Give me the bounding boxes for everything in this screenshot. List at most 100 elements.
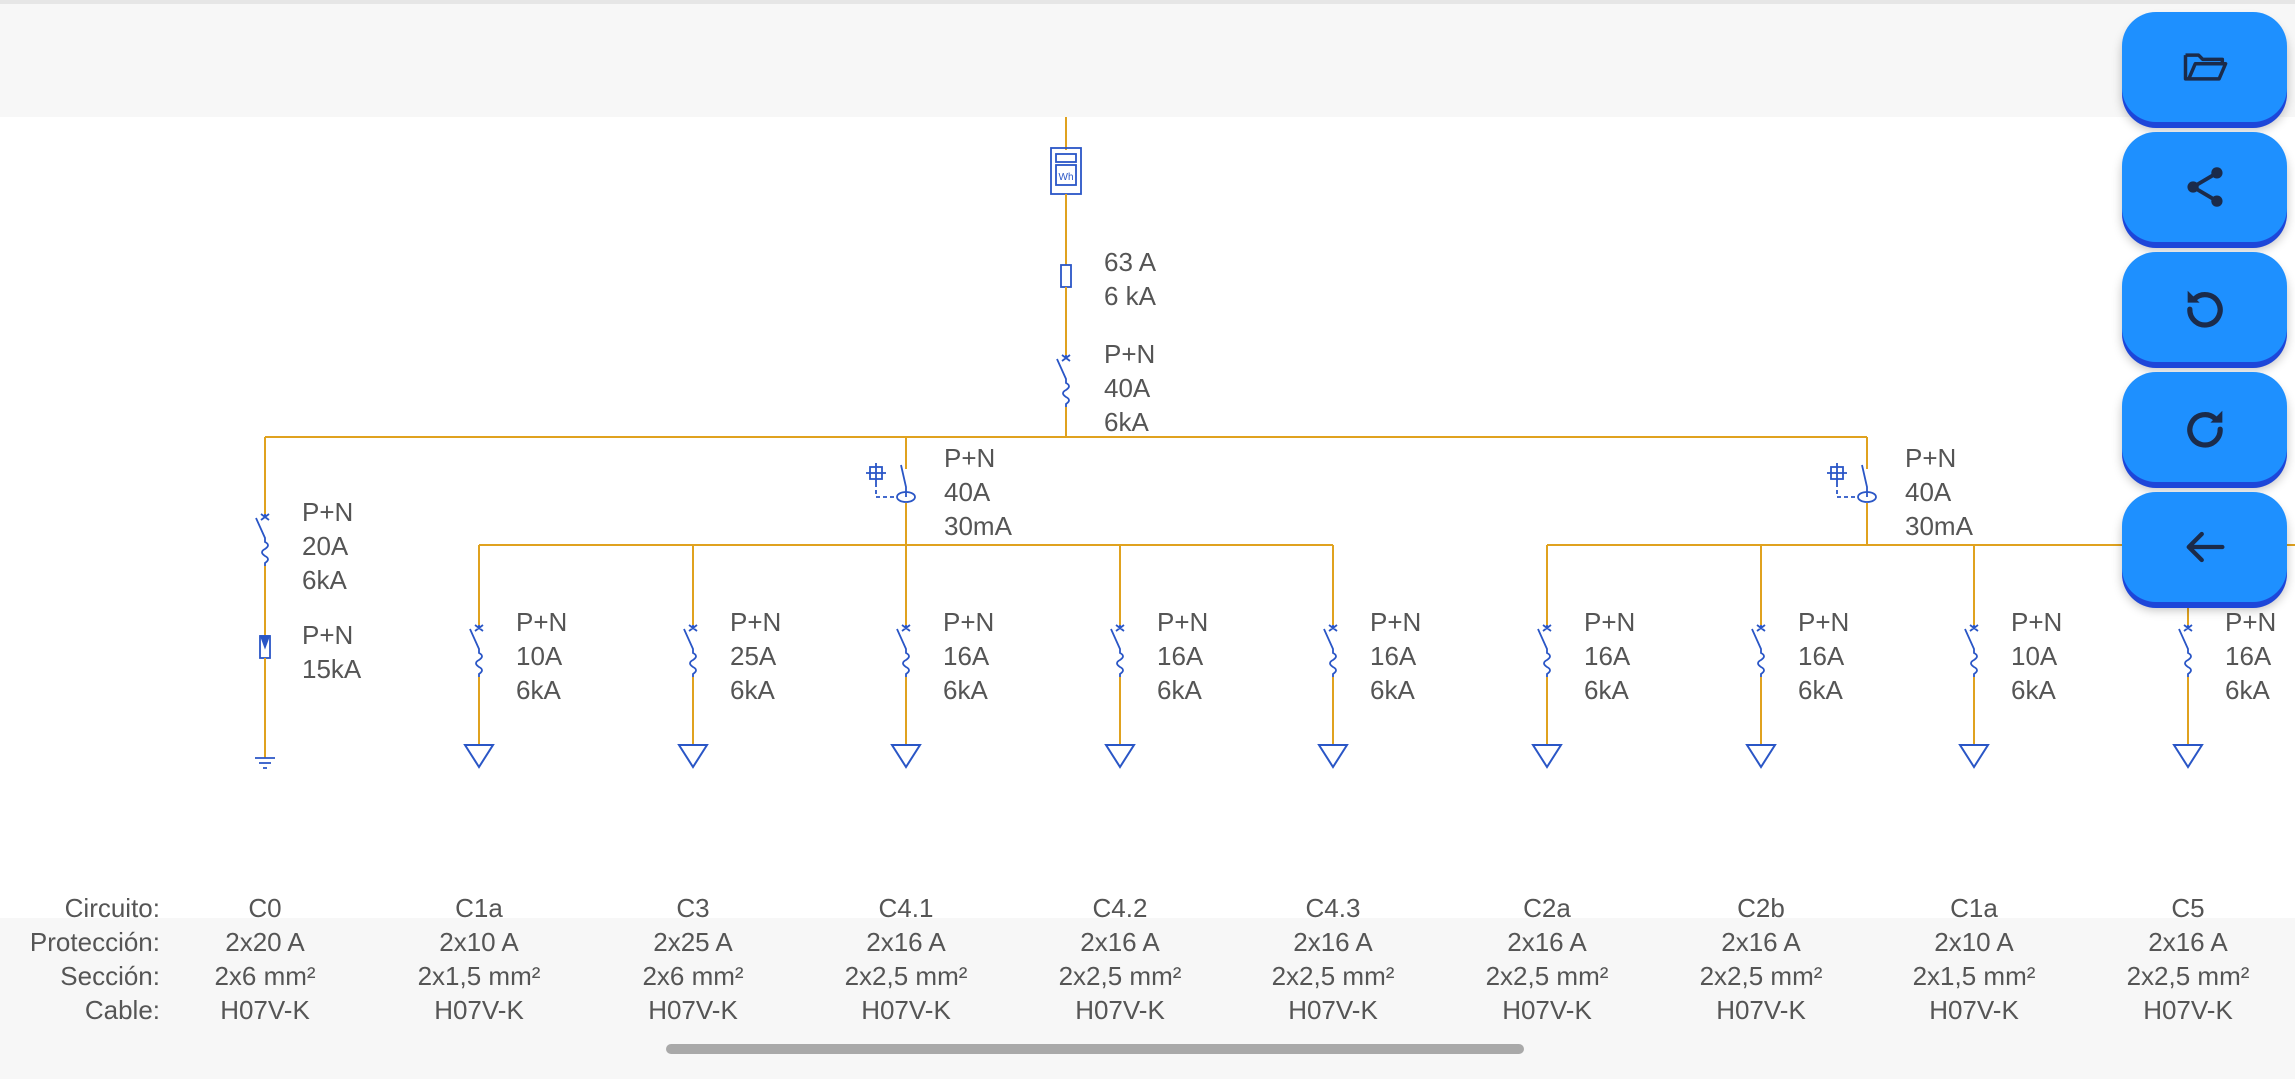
label-line: 20A	[302, 531, 349, 561]
cell-cable: H07V-K	[220, 995, 310, 1025]
cell-circuito: C2b	[1737, 893, 1785, 923]
circuit-column[interactable]: C4.2 2x16 A 2x2,5 mm² H07V-K	[1020, 891, 1220, 1027]
load-symbol	[1104, 744, 1136, 769]
circuit-breaker-label: P+N 16A 6kA	[2225, 607, 2276, 705]
cell-circuito: C0	[248, 893, 282, 923]
row-label-seccion: Sección:	[60, 961, 160, 991]
label-line: 6kA	[1584, 675, 1629, 705]
label-line: 16A	[1584, 641, 1631, 671]
load-symbol	[1531, 744, 1563, 769]
cell-cable: H07V-K	[1075, 995, 1165, 1025]
label-line: 6kA	[2225, 675, 2270, 705]
label-line: 16A	[1157, 641, 1204, 671]
label-line: P+N	[2225, 607, 2276, 637]
circuit-breaker-label: P+N 16A 6kA	[1370, 607, 1421, 705]
label-line: P+N	[943, 607, 994, 637]
cell-circuito: C4.2	[1092, 893, 1148, 923]
label-line: 6kA	[1104, 407, 1149, 437]
rcd-symbol	[1827, 463, 1877, 503]
label-line: 6kA	[302, 565, 347, 595]
cell-circuito: C3	[676, 893, 710, 923]
cell-proteccion: 2x10 A	[1934, 927, 2014, 957]
label-line: 6kA	[1798, 675, 1843, 705]
top-status-strip	[0, 0, 2295, 4]
cell-proteccion: 2x16 A	[2148, 927, 2228, 957]
load-symbol	[677, 744, 709, 769]
load-symbol	[1958, 744, 1990, 769]
label-line: 6kA	[516, 675, 561, 705]
redo-icon	[2186, 410, 2223, 448]
load-symbol	[1745, 744, 1777, 769]
circuit-breaker-symbol	[896, 624, 911, 677]
circuit-breaker-symbol	[469, 624, 484, 677]
redo-button[interactable]	[2122, 372, 2287, 482]
circuit-column[interactable]: C2b 2x16 A 2x2,5 mm² H07V-K	[1661, 891, 1861, 1027]
label-line: 10A	[2011, 641, 2058, 671]
label-line: 6kA	[730, 675, 775, 705]
cell-proteccion: 2x16 A	[1293, 927, 1373, 957]
circuit-column[interactable]: C4.3 2x16 A 2x2,5 mm² H07V-K	[1233, 891, 1433, 1027]
label-line: 16A	[1370, 641, 1417, 671]
undo-icon	[2186, 290, 2223, 328]
label-line: P+N	[1905, 443, 1956, 473]
label-line: 40A	[1104, 373, 1151, 403]
load-symbol	[1317, 744, 1349, 769]
cell-seccion: 2x1,5 mm²	[417, 961, 541, 991]
label-line: P+N	[1370, 607, 1421, 637]
row-label-circuito: Circuito:	[64, 893, 160, 923]
cell-proteccion: 2x16 A	[866, 927, 946, 957]
cell-cable: H07V-K	[1288, 995, 1378, 1025]
label-line: 16A	[2225, 641, 2272, 671]
circuit-column[interactable]: C4.1 2x16 A 2x2,5 mm² H07V-K	[806, 891, 1006, 1027]
label-line: 40A	[1905, 477, 1952, 507]
open-file-button[interactable]	[2122, 12, 2287, 122]
circuit-breaker-symbol	[1751, 624, 1766, 677]
arrow-left-icon	[2186, 531, 2224, 563]
circuit-column-c0[interactable]: C0 2x20 A 2x6 mm² H07V-K	[165, 891, 365, 1027]
label-line: 30mA	[944, 511, 1013, 541]
undo-button[interactable]	[2122, 252, 2287, 362]
fuse-symbol	[1060, 264, 1072, 288]
label-line: P+N	[1157, 607, 1208, 637]
c0-breaker-symbol	[255, 513, 270, 566]
main-fuse-label: 63 A6 kA	[1104, 247, 1157, 311]
label-line: 25A	[730, 641, 777, 671]
cell-cable: H07V-K	[861, 995, 951, 1025]
cell-proteccion: 2x16 A	[1080, 927, 1160, 957]
label-line: P+N	[1104, 339, 1155, 369]
cell-cable: H07V-K	[1716, 995, 1806, 1025]
share-icon	[2186, 167, 2223, 207]
energy-meter-symbol: Wh	[1050, 147, 1082, 195]
cell-seccion: 2x1,5 mm²	[1912, 961, 2036, 991]
cell-seccion: 2x2,5 mm²	[1699, 961, 1823, 991]
home-indicator[interactable]	[666, 1044, 1524, 1054]
circuit-column[interactable]: C3 2x25 A 2x6 mm² H07V-K	[593, 891, 793, 1027]
cell-circuito: C5	[2171, 893, 2205, 923]
cell-seccion: 2x2,5 mm²	[1485, 961, 1609, 991]
circuit-column[interactable]: C1a 2x10 A 2x1,5 mm² H07V-K	[1874, 891, 2074, 1027]
row-label-proteccion: Protección:	[29, 927, 160, 957]
circuit-column[interactable]: C1a 2x10 A 2x1,5 mm² H07V-K	[379, 891, 579, 1027]
cell-seccion: 2x6 mm²	[642, 961, 744, 991]
main-breaker-label: P+N 40A 6kA	[1104, 339, 1155, 437]
back-button[interactable]	[2122, 492, 2287, 602]
share-button[interactable]	[2122, 132, 2287, 242]
cell-cable: H07V-K	[1929, 995, 2019, 1025]
cell-proteccion: 2x25 A	[653, 927, 733, 957]
cell-proteccion: 2x16 A	[1721, 927, 1801, 957]
circuit-column[interactable]: C5 2x16 A 2x2,5 mm² H07V-K	[2088, 891, 2288, 1027]
label-line: P+N	[302, 620, 353, 650]
label-line: P+N	[516, 607, 567, 637]
cell-circuito: C2a	[1523, 893, 1571, 923]
label-line: 6kA	[1370, 675, 1415, 705]
meter-label: Wh	[1059, 172, 1074, 183]
circuit-column[interactable]: C2a 2x16 A 2x2,5 mm² H07V-K	[1447, 891, 1647, 1027]
